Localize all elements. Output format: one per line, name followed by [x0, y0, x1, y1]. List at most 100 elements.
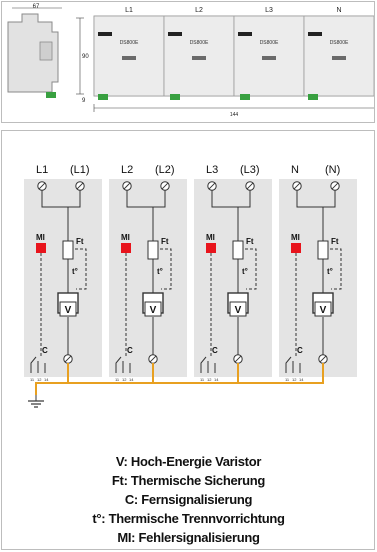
output-wire — [323, 190, 336, 208]
varistor-body — [59, 301, 77, 317]
terminal-label: N — [291, 164, 299, 176]
output-wire — [153, 190, 166, 208]
contact-number-label: 14 — [214, 377, 219, 382]
terminal-label: L3 — [206, 164, 218, 176]
module-4: DS800E N — [303, 7, 375, 100]
thermal-disconnector-link — [75, 248, 87, 290]
ground-terminal-screw-slot — [234, 355, 242, 363]
module-3: DS800E L3 — [233, 7, 305, 100]
varistor-label: V — [235, 305, 242, 316]
module-model-label: DS800E — [190, 40, 209, 46]
input-wire — [126, 190, 154, 241]
input-wire — [296, 190, 324, 241]
dimension-drawing: 67 90 9 DS800E L1 — [7, 4, 375, 118]
ground-bus-line — [67, 363, 324, 384]
ground-terminal-screw-slot — [319, 355, 327, 363]
input-terminal-screw-slot — [208, 182, 216, 190]
fault-indicator-square — [291, 243, 301, 253]
module-terminal — [98, 94, 108, 100]
thermal-disconnector-link — [330, 248, 342, 290]
module-terminal-label: N — [336, 7, 341, 14]
varistor-label: V — [150, 305, 157, 316]
thermal-disconnector-label: t° — [157, 267, 163, 276]
input-terminal-screw-slot — [123, 182, 131, 190]
contact-number-label: 11 — [30, 377, 35, 382]
output-terminal-screw-slot — [76, 182, 84, 190]
legend-remote-signaling: C: Fernsignalisierung — [124, 492, 253, 507]
module-terminal — [240, 94, 250, 100]
output-wire — [238, 190, 251, 208]
output-wire — [68, 190, 81, 208]
fault-indicator-label: MI — [206, 233, 215, 242]
length-dimension-label: 144 — [230, 112, 239, 118]
terminal-label: L1 — [36, 164, 48, 176]
ground-terminal-screw-slot — [64, 355, 72, 363]
thermal-fuse-label: Ft — [331, 237, 339, 246]
thermal-fuse — [317, 240, 329, 260]
fault-indicator-label: MI — [36, 233, 45, 242]
thermal-fuse-label: Ft — [76, 237, 84, 246]
terminal-label: L2 — [121, 164, 133, 176]
output-terminal-screw-slot — [246, 182, 254, 190]
output-terminal-label: (L1) — [70, 164, 90, 176]
varistor-body — [144, 301, 162, 317]
contact-number-label: 12 — [292, 377, 297, 382]
ground-lead — [35, 382, 68, 395]
thermal-fuse-label: Ft — [161, 237, 169, 246]
contact-number-label: 11 — [115, 377, 120, 382]
contact-number-label: 11 — [200, 377, 205, 382]
fault-indicator-square — [206, 243, 216, 253]
length-dimension: 144 — [93, 104, 374, 118]
dimension-drawing-panel: 67 90 9 DS800E L1 — [1, 1, 375, 123]
legend-varistor: V: Hoch-Energie Varistor — [115, 454, 262, 469]
side-view: 67 — [7, 4, 62, 98]
module-housing — [279, 179, 357, 377]
input-terminal-screw-slot — [38, 182, 46, 190]
base-dimension-label: 9 — [82, 98, 86, 104]
fault-indicator-square — [36, 243, 46, 253]
module-model-label: DS800E — [330, 40, 349, 46]
contact-number-label: 14 — [129, 377, 134, 382]
module-housing — [194, 179, 272, 377]
contact-number-label: 11 — [285, 377, 290, 382]
ground-terminal-screw-slot — [149, 355, 157, 363]
earth-ground-symbol — [28, 395, 44, 408]
remote-signaling-label: C — [212, 346, 218, 355]
width-dimension-label: 67 — [33, 4, 40, 10]
contact-number-label: 14 — [44, 377, 49, 382]
module-housing — [24, 179, 102, 377]
contact-number-label: 12 — [207, 377, 212, 382]
thermal-disconnector-label: t° — [72, 267, 78, 276]
thermal-disconnector-link — [245, 248, 257, 290]
thermal-fuse — [62, 240, 74, 260]
remote-signaling-label: C — [127, 346, 133, 355]
input-terminal-screw-slot — [293, 182, 301, 190]
contact-number-label: 12 — [122, 377, 127, 382]
remote-signaling-label: C — [42, 346, 48, 355]
legend-thermal-fuse: Ft: Thermische Sicherung — [111, 473, 266, 488]
module-terminal-label: L1 — [125, 7, 133, 14]
signal-contact-symbol — [285, 356, 301, 373]
fault-indicator-square — [121, 243, 131, 253]
input-wire — [211, 190, 239, 241]
module-1: DS800E L1 — [93, 7, 165, 100]
module-housing — [109, 179, 187, 377]
remote-signaling-label: C — [297, 346, 303, 355]
thermal-disconnector-label: t° — [327, 267, 333, 276]
legend-fault-indicator: MI: Fehlersignalisierung — [117, 530, 260, 545]
height-dimension-label: 90 — [82, 54, 89, 60]
varistor-body — [229, 301, 247, 317]
contact-number-label: 14 — [299, 377, 304, 382]
input-wire — [41, 190, 69, 241]
module-model-label: DS800E — [120, 40, 139, 46]
fault-indicator-label: MI — [291, 233, 300, 242]
thermal-fuse — [232, 240, 244, 260]
varistor-body — [314, 301, 332, 317]
contact-number-label: 12 — [37, 377, 42, 382]
